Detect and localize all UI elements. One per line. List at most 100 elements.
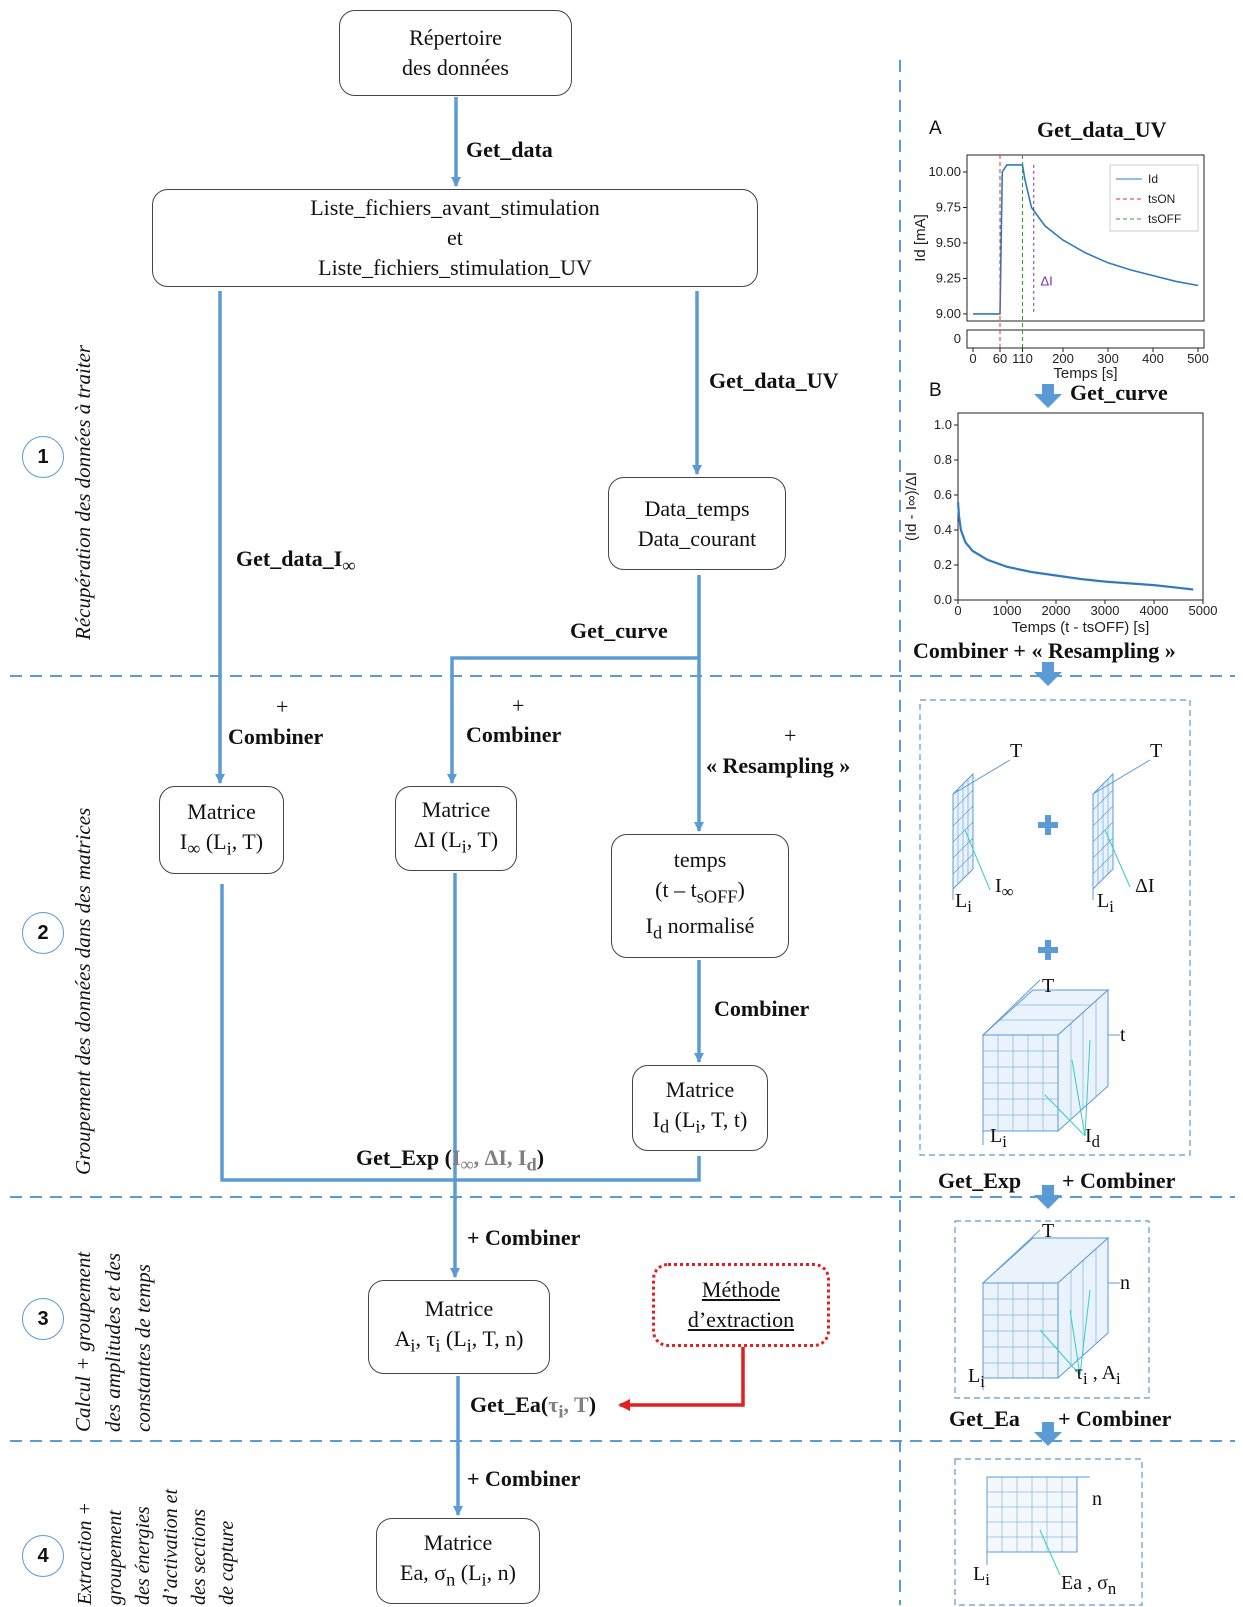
box-data: Data_temps Data_courant [608, 477, 786, 570]
label-right-get-exp: Get_Exp [938, 1168, 1022, 1193]
id-args-end: , T, t) [700, 1106, 748, 1132]
chart-a-legend-label: tsOFF [1148, 212, 1181, 226]
ai-li-sub: i [466, 1335, 472, 1356]
label-get-curve: Get_curve [570, 618, 668, 643]
section-4-title-6: de capture [216, 1520, 238, 1605]
label-plus-combiner-3: + Combiner [467, 1225, 581, 1250]
cube1-li-label: Li [990, 1125, 1007, 1152]
cube1-i: i [1002, 1132, 1007, 1151]
box-temps: temps (t – tsOFF) Id normalisé [611, 834, 789, 958]
box-matrice-di-title: Matrice [421, 797, 491, 823]
get-data-iinf-text: Get_data_I [236, 546, 343, 571]
label-right-combiner-4: + Combiner [1058, 1406, 1172, 1431]
chart-a-legend-label: tsON [1148, 192, 1175, 206]
slab2-di-label: ΔI [1135, 875, 1155, 897]
ea-args-end: , n) [486, 1559, 516, 1585]
chart-a-xtick-label: 500 [1187, 351, 1209, 366]
slab1-t-label: T [1010, 740, 1023, 762]
section-4-title-3: des énergies [132, 1506, 154, 1605]
chart-a-ylabel: Id [mA] [912, 214, 929, 262]
slab2-l: L [1097, 890, 1110, 912]
section-2-title: Groupement des données dans des matrices [71, 807, 95, 1175]
tau-symbol: , τ [415, 1325, 436, 1351]
tau-sub: i [435, 1335, 441, 1356]
arrow-right-3 [1034, 1185, 1062, 1209]
chart-b-ytick-label: 0.6 [934, 487, 952, 502]
chart-a-plot-area [966, 154, 1205, 322]
grid-ea [986, 1476, 1090, 1576]
iinf-sub: ∞ [187, 838, 201, 859]
chart-a-break-area [966, 329, 1205, 349]
ea-symbol: Ea, σ [400, 1559, 447, 1585]
cube2-i: i [980, 1372, 985, 1391]
grid-i: i [985, 1570, 990, 1589]
box-methode-extraction: Méthode d’extraction [652, 1263, 830, 1347]
slab1-iinf-label: I∞ [995, 875, 1014, 902]
method-line-2: d’extraction [687, 1307, 795, 1332]
chart-b-series [956, 501, 1194, 591]
label-right-get-ea: Get_Ea [949, 1406, 1020, 1431]
chart-a-annotation: ΔI [1041, 274, 1053, 289]
cube1-t-label: T [1042, 975, 1055, 997]
slab1-l: L [955, 890, 968, 912]
matrices-box-3 [954, 1220, 1150, 1399]
section-3-title-3: constantes de temps [131, 1264, 155, 1432]
chart-a-legend-label: Id [1148, 172, 1158, 186]
cube1-I: I [1085, 1125, 1092, 1147]
box-matrice-ea-formula: Ea, σn (Li, n) [400, 1558, 516, 1594]
box-liste-line-3: Liste_fichiers_stimulation_UV [318, 255, 592, 280]
label-combiner-1: Combiner [228, 724, 324, 749]
temps-formula-start: (t – t [655, 876, 697, 902]
ea-args: (L [455, 1559, 482, 1585]
label-get-ea: Get_Ea(τi, T) [470, 1392, 596, 1422]
chart-b-ylabel: (Id - I∞)/ΔI [903, 472, 920, 541]
section-3-title-1: Calcul + groupement [71, 1251, 95, 1432]
temps-id-text: normalisé [662, 913, 755, 938]
ea-li-sub: i [481, 1569, 487, 1590]
get-ea-close: ) [588, 1392, 597, 1417]
section-2-number: 2 [22, 912, 64, 954]
label-plus-3: + [784, 723, 797, 748]
id-sub: d [659, 1116, 670, 1137]
arrow-right-4 [1034, 1422, 1062, 1446]
cube1-tt-label: t [1120, 1024, 1126, 1046]
label-combiner-2: Combiner [466, 722, 562, 747]
chart-b-xtick-label: 0 [954, 603, 961, 618]
temps-id-symbol: I [645, 913, 653, 938]
cube1-l: L [990, 1125, 1003, 1147]
line-get-exp [220, 884, 701, 1182]
section-1-title: Récupération des données à traiter [71, 344, 95, 640]
grid-l: L [973, 1563, 986, 1585]
id-symbol: I [652, 1106, 660, 1132]
temps-formula-end: ) [737, 876, 745, 902]
chart-a-xtick-label: 300 [1097, 351, 1119, 366]
section-4-title-2: groupement [104, 1510, 126, 1605]
section-4-title-1: Extraction + [74, 1502, 96, 1605]
get-exp-text: Get_Exp [356, 1145, 440, 1170]
box-matrice-iinf-title: Matrice [187, 798, 256, 824]
arrow-get-curve [447, 656, 699, 784]
chart-b-letter: B [929, 380, 942, 401]
get-ea-rest: , T [563, 1392, 589, 1417]
grid-ea: Ea , σ [1061, 1572, 1108, 1594]
temps-id-sub: d [652, 922, 663, 943]
box-matrice-di-formula: ΔI (Li, T) [414, 825, 498, 861]
temps-sub: sOFF [696, 886, 738, 906]
get-exp-inf-sub: ∞ [460, 1154, 474, 1175]
chart-b-xtick-label: 3000 [1091, 603, 1120, 618]
box-data-line-2: Data_courant [637, 525, 757, 551]
cube2-a: A [1101, 1362, 1117, 1384]
section-1-number: 1 [22, 436, 64, 478]
box-liste-line-2: et [447, 225, 463, 250]
section-4-number: 4 [22, 1535, 64, 1577]
chart-a-xtick-label: 400 [1142, 351, 1164, 366]
label-right-combiner-3: + Combiner [1062, 1168, 1176, 1193]
matrices-box-4 [954, 1458, 1143, 1606]
get-ea-tau: τ [548, 1392, 559, 1417]
label-get-data-iinf: Get_data_I∞ [236, 546, 355, 576]
get-exp-d-sub: d [526, 1154, 537, 1175]
grid-sig-sub: n [1107, 1579, 1117, 1598]
cube2-n-label: n [1120, 1272, 1130, 1294]
cube2-l: L [968, 1365, 981, 1387]
cube2-tau-sub: i [1083, 1369, 1088, 1388]
